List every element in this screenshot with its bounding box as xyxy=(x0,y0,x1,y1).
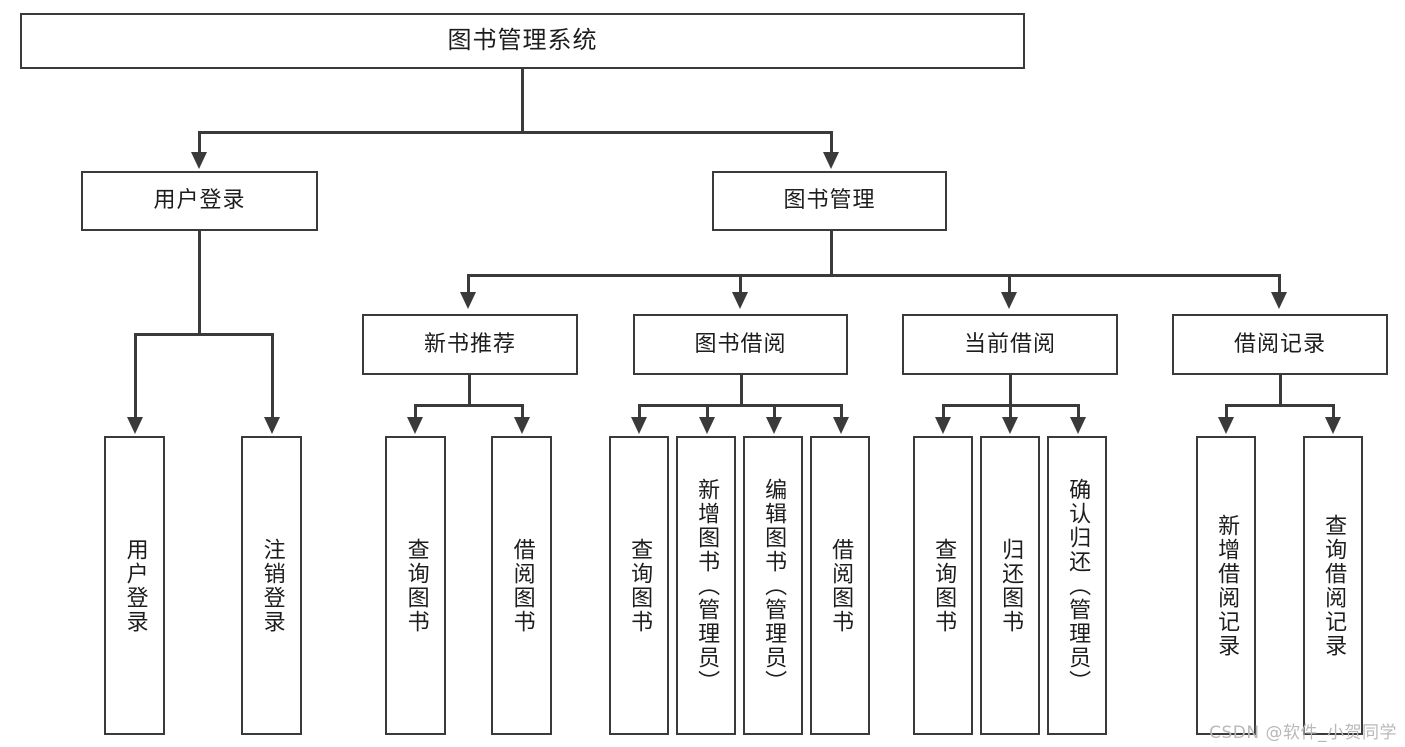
edge-book-borrow-leaf-1 xyxy=(706,404,709,419)
edge-borrow-record-stem xyxy=(1279,375,1282,406)
node-label: 新增借阅记录 xyxy=(1214,513,1240,658)
leaf-current-borrow-return[interactable]: 归还图书 xyxy=(980,436,1040,735)
arrowhead-book-borrow-leaf-3 xyxy=(833,417,849,434)
node-label: 查询图书 xyxy=(403,537,429,634)
node-label: 图书管理系统 xyxy=(447,26,598,55)
edge-new-book-stem xyxy=(468,375,471,406)
edge-to-book-manage xyxy=(830,131,833,154)
node-label: 查询图书 xyxy=(627,537,653,634)
arrowhead-user-login-leaf-0 xyxy=(127,417,143,434)
edge-user-login-bus xyxy=(134,333,274,336)
edge-book-borrow-bus xyxy=(638,404,842,407)
edge-current-borrow-leaf-0 xyxy=(942,404,945,419)
edge-current-borrow-leaf-1 xyxy=(1009,404,1012,419)
node-label: 当前借阅 xyxy=(963,331,1056,357)
arrowhead-borrow-record-leaf-0 xyxy=(1218,417,1234,434)
arrowhead-to-borrow-book xyxy=(732,292,748,309)
node-new-book-recommend[interactable]: 新书推荐 xyxy=(362,314,578,375)
leaf-new-book-query[interactable]: 查询图书 xyxy=(385,436,446,735)
edge-level2-bus xyxy=(198,131,832,134)
edge-borrow-record-leaf-1 xyxy=(1332,404,1335,419)
edge-to-borrow-record xyxy=(1278,274,1281,294)
node-book-manage[interactable]: 图书管理 xyxy=(712,171,947,231)
leaf-user-login-logout[interactable]: 注销登录 xyxy=(241,436,302,735)
node-user-login[interactable]: 用户登录 xyxy=(81,171,318,231)
node-label: 用户登录 xyxy=(153,188,246,214)
edge-borrow-record-leaf-0 xyxy=(1225,404,1228,419)
arrowhead-current-borrow-leaf-2 xyxy=(1070,417,1086,434)
edge-level3-bus xyxy=(467,274,1280,277)
arrowhead-to-book-manage xyxy=(823,152,839,169)
edge-root-stem xyxy=(521,69,524,133)
edge-user-login-leaf-0 xyxy=(134,333,137,419)
node-label: 图书借阅 xyxy=(694,331,787,357)
leaf-borrow-record-query[interactable]: 查询借阅记录 xyxy=(1303,436,1363,735)
node-label: 新书推荐 xyxy=(423,331,516,357)
node-current-borrow[interactable]: 当前借阅 xyxy=(902,314,1118,375)
leaf-user-login-login[interactable]: 用户登录 xyxy=(104,436,165,735)
edge-book-manage-stem xyxy=(830,231,833,276)
node-borrow-record[interactable]: 借阅记录 xyxy=(1172,314,1388,375)
edge-to-new-book xyxy=(467,274,470,294)
edge-book-borrow-stem xyxy=(740,375,743,406)
arrowhead-to-user-login xyxy=(191,152,207,169)
leaf-current-borrow-confirm[interactable]: 确认归还（管理员） xyxy=(1047,436,1107,735)
node-label: 查询图书 xyxy=(931,537,957,634)
arrowhead-borrow-record-leaf-1 xyxy=(1325,417,1341,434)
edge-current-borrow-leaf-2 xyxy=(1077,404,1080,419)
node-label: 查询借阅记录 xyxy=(1321,513,1347,658)
leaf-current-borrow-query[interactable]: 查询图书 xyxy=(913,436,973,735)
node-label: 图书管理 xyxy=(783,188,876,214)
edge-to-current-borrow xyxy=(1008,274,1011,294)
node-label: 用户登录 xyxy=(122,537,148,634)
arrowhead-book-borrow-leaf-1 xyxy=(699,417,715,434)
arrowhead-book-borrow-leaf-0 xyxy=(631,417,647,434)
node-label: 借阅图书 xyxy=(828,537,854,634)
arrowhead-current-borrow-leaf-1 xyxy=(1002,417,1018,434)
node-root-system[interactable]: 图书管理系统 xyxy=(20,13,1025,69)
edge-new-book-leaf-0 xyxy=(414,404,417,419)
edge-book-borrow-leaf-3 xyxy=(840,404,843,419)
edge-current-borrow-stem xyxy=(1009,375,1012,406)
arrowhead-to-new-book xyxy=(460,292,476,309)
arrowhead-new-book-leaf-0 xyxy=(407,417,423,434)
arrowhead-to-current-borrow xyxy=(1001,292,1017,309)
leaf-book-borrow-add[interactable]: 新增图书（管理员） xyxy=(676,436,736,735)
node-label: 新增图书（管理员） xyxy=(694,477,720,694)
leaf-book-borrow-borrow[interactable]: 借阅图书 xyxy=(810,436,870,735)
edge-book-borrow-leaf-0 xyxy=(638,404,641,419)
node-label: 借阅记录 xyxy=(1233,331,1326,357)
edge-to-borrow-book xyxy=(739,274,742,294)
edge-book-borrow-leaf-2 xyxy=(773,404,776,419)
node-book-borrow[interactable]: 图书借阅 xyxy=(633,314,848,375)
leaf-borrow-record-add[interactable]: 新增借阅记录 xyxy=(1196,436,1256,735)
edge-new-book-leaf-1 xyxy=(521,404,524,419)
node-label: 确认归还（管理员） xyxy=(1065,477,1091,694)
edge-new-book-bus xyxy=(414,404,524,407)
leaf-new-book-borrow[interactable]: 借阅图书 xyxy=(491,436,552,735)
node-label: 编辑图书（管理员） xyxy=(761,477,787,694)
leaf-book-borrow-query[interactable]: 查询图书 xyxy=(609,436,669,735)
arrowhead-book-borrow-leaf-2 xyxy=(766,417,782,434)
watermark-text: CSDN @软件_小贺同学 xyxy=(1209,723,1397,743)
edge-borrow-record-bus xyxy=(1225,404,1335,407)
node-label: 注销登录 xyxy=(259,537,285,634)
node-label: 借阅图书 xyxy=(509,537,535,634)
leaf-book-borrow-edit[interactable]: 编辑图书（管理员） xyxy=(743,436,803,735)
edge-user-login-leaf-1 xyxy=(271,333,274,419)
edge-user-login-stem xyxy=(198,231,201,335)
arrowhead-user-login-leaf-1 xyxy=(264,417,280,434)
arrowhead-to-borrow-record xyxy=(1271,292,1287,309)
arrowhead-new-book-leaf-1 xyxy=(514,417,530,434)
node-label: 归还图书 xyxy=(998,537,1024,634)
edge-to-user-login xyxy=(198,131,201,154)
arrowhead-current-borrow-leaf-0 xyxy=(935,417,951,434)
